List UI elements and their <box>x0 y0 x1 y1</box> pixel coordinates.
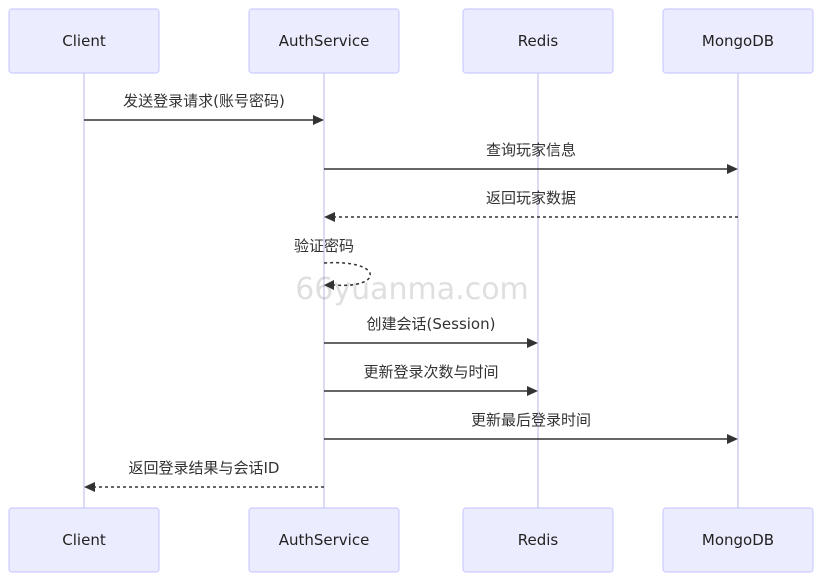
actor-box <box>8 8 160 74</box>
actor-label: Client <box>62 32 106 50</box>
arrow-head <box>84 482 95 492</box>
arrow-head <box>324 280 334 290</box>
actor-label: MongoDB <box>702 531 774 549</box>
actor-label: Redis <box>518 531 559 549</box>
message-label: 更新登录次数与时间 <box>363 363 498 381</box>
message-4: 验证密码 <box>294 237 371 290</box>
watermark-text: 66yuanma.com <box>295 272 529 307</box>
actor-label: MongoDB <box>702 32 774 50</box>
message-label: 查询玩家信息 <box>486 141 576 159</box>
actor-label: AuthService <box>279 32 370 50</box>
message-label: 返回登录结果与会话ID <box>129 459 280 477</box>
actor-auth-bottom: AuthService <box>248 507 400 573</box>
arrow-head <box>527 386 538 396</box>
actor-label: AuthService <box>279 531 370 549</box>
actor-label: Client <box>62 531 106 549</box>
arrow-head <box>324 212 335 222</box>
message-label: 更新最后登录时间 <box>471 411 591 429</box>
actor-box <box>462 8 614 74</box>
actor-mongo-bottom: MongoDB <box>662 507 814 573</box>
arrow-head <box>727 434 738 444</box>
arrow-head <box>527 338 538 348</box>
message-2: 查询玩家信息 <box>324 141 738 174</box>
actor-box <box>662 507 814 573</box>
message-5: 创建会话(Session) <box>324 315 538 348</box>
actor-box <box>248 8 400 74</box>
actor-redis-top: Redis <box>462 8 614 74</box>
actor-label: Redis <box>518 32 559 50</box>
arrow-head <box>727 164 738 174</box>
message-label: 验证密码 <box>294 237 354 255</box>
actor-box <box>662 8 814 74</box>
actor-box <box>248 507 400 573</box>
message-label: 返回玩家数据 <box>486 189 576 207</box>
message-6: 更新登录次数与时间 <box>324 363 538 396</box>
actor-box <box>8 507 160 573</box>
actor-client-bottom: Client <box>8 507 160 573</box>
message-8: 返回登录结果与会话ID <box>84 459 324 492</box>
message-line <box>323 261 371 287</box>
actor-mongo-top: MongoDB <box>662 8 814 74</box>
actor-client-top: Client <box>8 8 160 74</box>
message-1: 发送登录请求(账号密码) <box>84 92 324 125</box>
message-7: 更新最后登录时间 <box>324 411 738 444</box>
actor-auth-top: AuthService <box>248 8 400 74</box>
message-label: 发送登录请求(账号密码) <box>123 92 285 110</box>
message-label: 创建会话(Session) <box>367 315 496 333</box>
actor-redis-bottom: Redis <box>462 507 614 573</box>
arrow-head <box>313 115 324 125</box>
actor-box <box>462 507 614 573</box>
message-3: 返回玩家数据 <box>324 189 738 222</box>
